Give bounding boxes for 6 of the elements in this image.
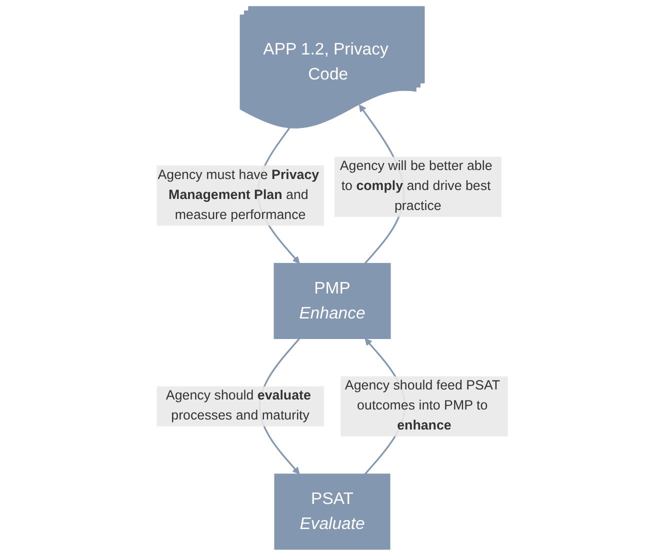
node-box: PSAT Evaluate [274, 474, 391, 550]
edge-label: Agency should feed PSAT outcomes into PMP to enhance [345, 378, 500, 434]
edge-label: Agency must have Privacy Management Plan and measure performance [158, 168, 320, 222]
edge-label: Agency will be better able to comply and drive best practice [340, 159, 492, 214]
node-box: PMP Enhance [274, 262, 392, 340]
edge-label: Agency should evaluate processes and maturity [166, 388, 312, 424]
